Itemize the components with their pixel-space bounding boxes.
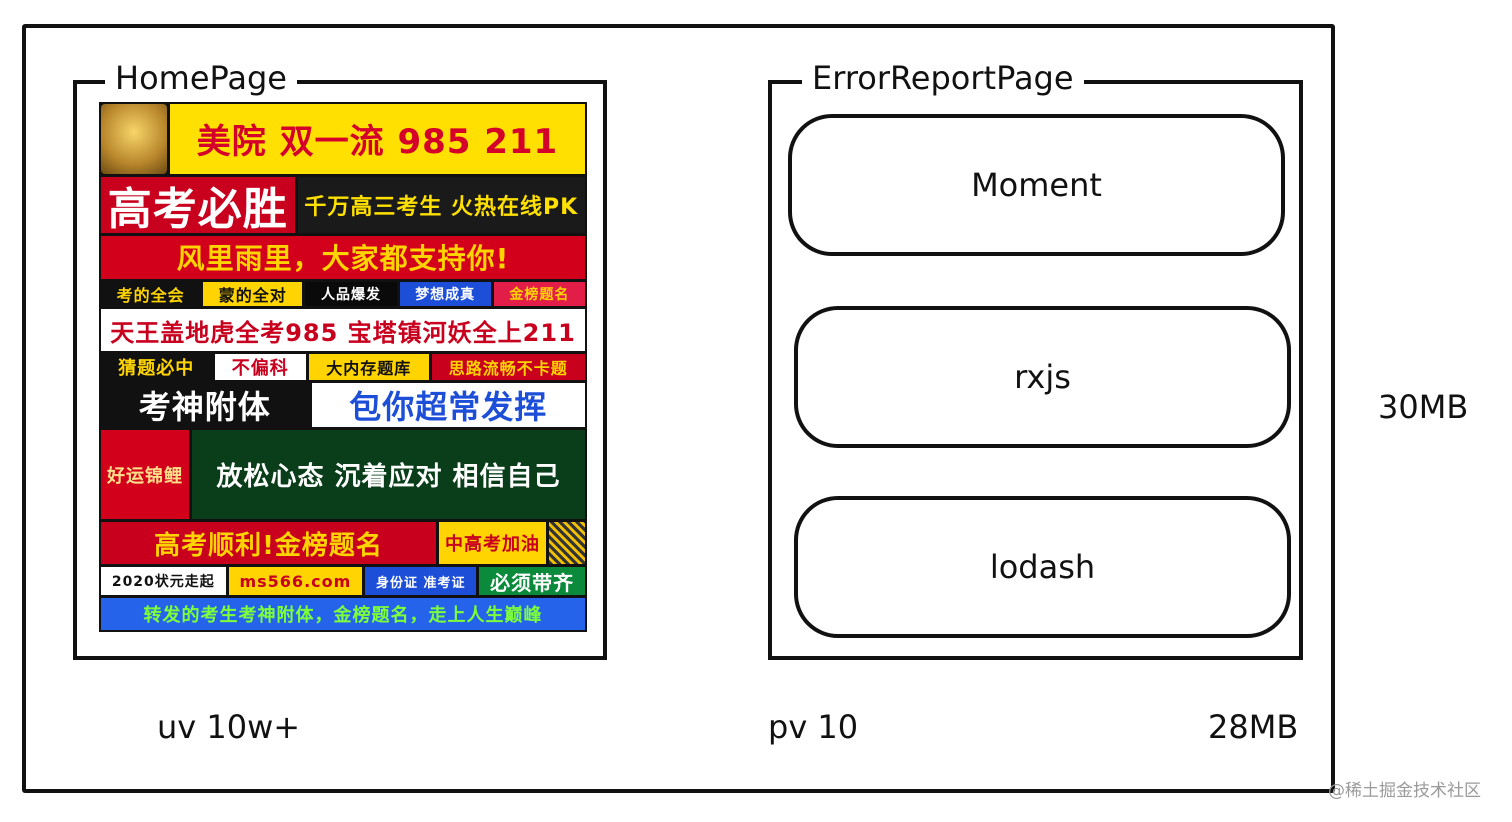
poster-row: 高考必胜千万高三考生 火热在线PK [101,176,585,233]
poster-slogan: 必须带齐 [479,567,585,596]
poster-slogan: 放松心态 沉着应对 相信自己 [192,429,585,520]
deity-image [101,104,167,174]
poster-slogan: 风里雨里，大家都支持你! [101,235,585,280]
errorreportpage-title: ErrorReportPage [802,58,1084,98]
poster-slogan: 包你超常发挥 [311,382,585,427]
watermark: @稀土掘金技术社区 [1328,781,1481,801]
errorpage-pv-label: pv 10 [768,708,859,746]
poster-slogan: 人品爆发 [305,282,397,307]
poster-slogan: ms566.com [228,567,363,596]
poster-row: 考的全会蒙的全对人品爆发梦想成真金榜题名 [101,282,585,307]
poster-slogan: 思路流畅不卡题 [431,354,585,380]
poster-slogan: 大内存题库 [309,354,429,380]
poster-row: 高考顺利!金榜题名中高考加油 [101,522,585,565]
poster-slogan: 高考必胜 [101,176,295,233]
poster-row: 天王盖地虎全考985 宝塔镇河妖全上211 [101,309,585,352]
poster-row: 考神附体包你超常发挥 [101,382,585,427]
qr-code [549,522,585,565]
homepage-title: HomePage [105,58,297,98]
lib-moment: Moment [788,114,1285,256]
poster-slogan: 千万高三考生 火热在线PK [297,176,585,233]
poster-slogan: 天王盖地虎全考985 宝塔镇河妖全上211 [101,309,585,352]
errorreportpage-group: ErrorReportPage Moment rxjs lodash [768,58,1303,660]
poster-slogan: 考神附体 [101,382,309,427]
poster-slogan: 转发的考生考神附体，金榜题名，走上人生巅峰 [101,598,585,631]
poster-slogan: 高考顺利!金榜题名 [101,522,436,565]
poster-slogan: 考的全会 [101,282,201,307]
homepage-uv-label: uv 10w+ [157,708,301,746]
poster-slogan: 2020状元走起 [101,567,226,596]
bundle-container [22,24,1335,793]
errorpage-size-label: 28MB [1208,708,1299,746]
poster-slogan: 好运锦鲤 [101,429,189,520]
poster-row: 风里雨里，大家都支持你! [101,235,585,280]
total-size-label: 30MB [1378,388,1469,426]
poster-slogan: 梦想成真 [399,282,491,307]
poster-row: 转发的考生考神附体，金榜题名，走上人生巅峰 [101,598,585,631]
poster-row: 好运锦鲤放松心态 沉着应对 相信自己 [101,429,585,520]
poster-slogan: 蒙的全对 [203,282,303,307]
poster-slogan: 中高考加油 [439,522,546,565]
lib-lodash: lodash [794,496,1291,638]
poster-slogan: 不偏科 [214,354,306,380]
poster-slogan: 猜题必中 [101,354,212,380]
poster-slogan: 美院 双一流 985 211 [170,104,585,174]
poster-row: 猜题必中不偏科大内存题库思路流畅不卡题 [101,354,585,380]
poster-slogan: 身份证 准考证 [365,567,477,596]
lib-rxjs: rxjs [794,306,1291,448]
poster-slogan: 金榜题名 [493,282,585,307]
poster-row: 美院 双一流 985 211 [101,104,585,174]
